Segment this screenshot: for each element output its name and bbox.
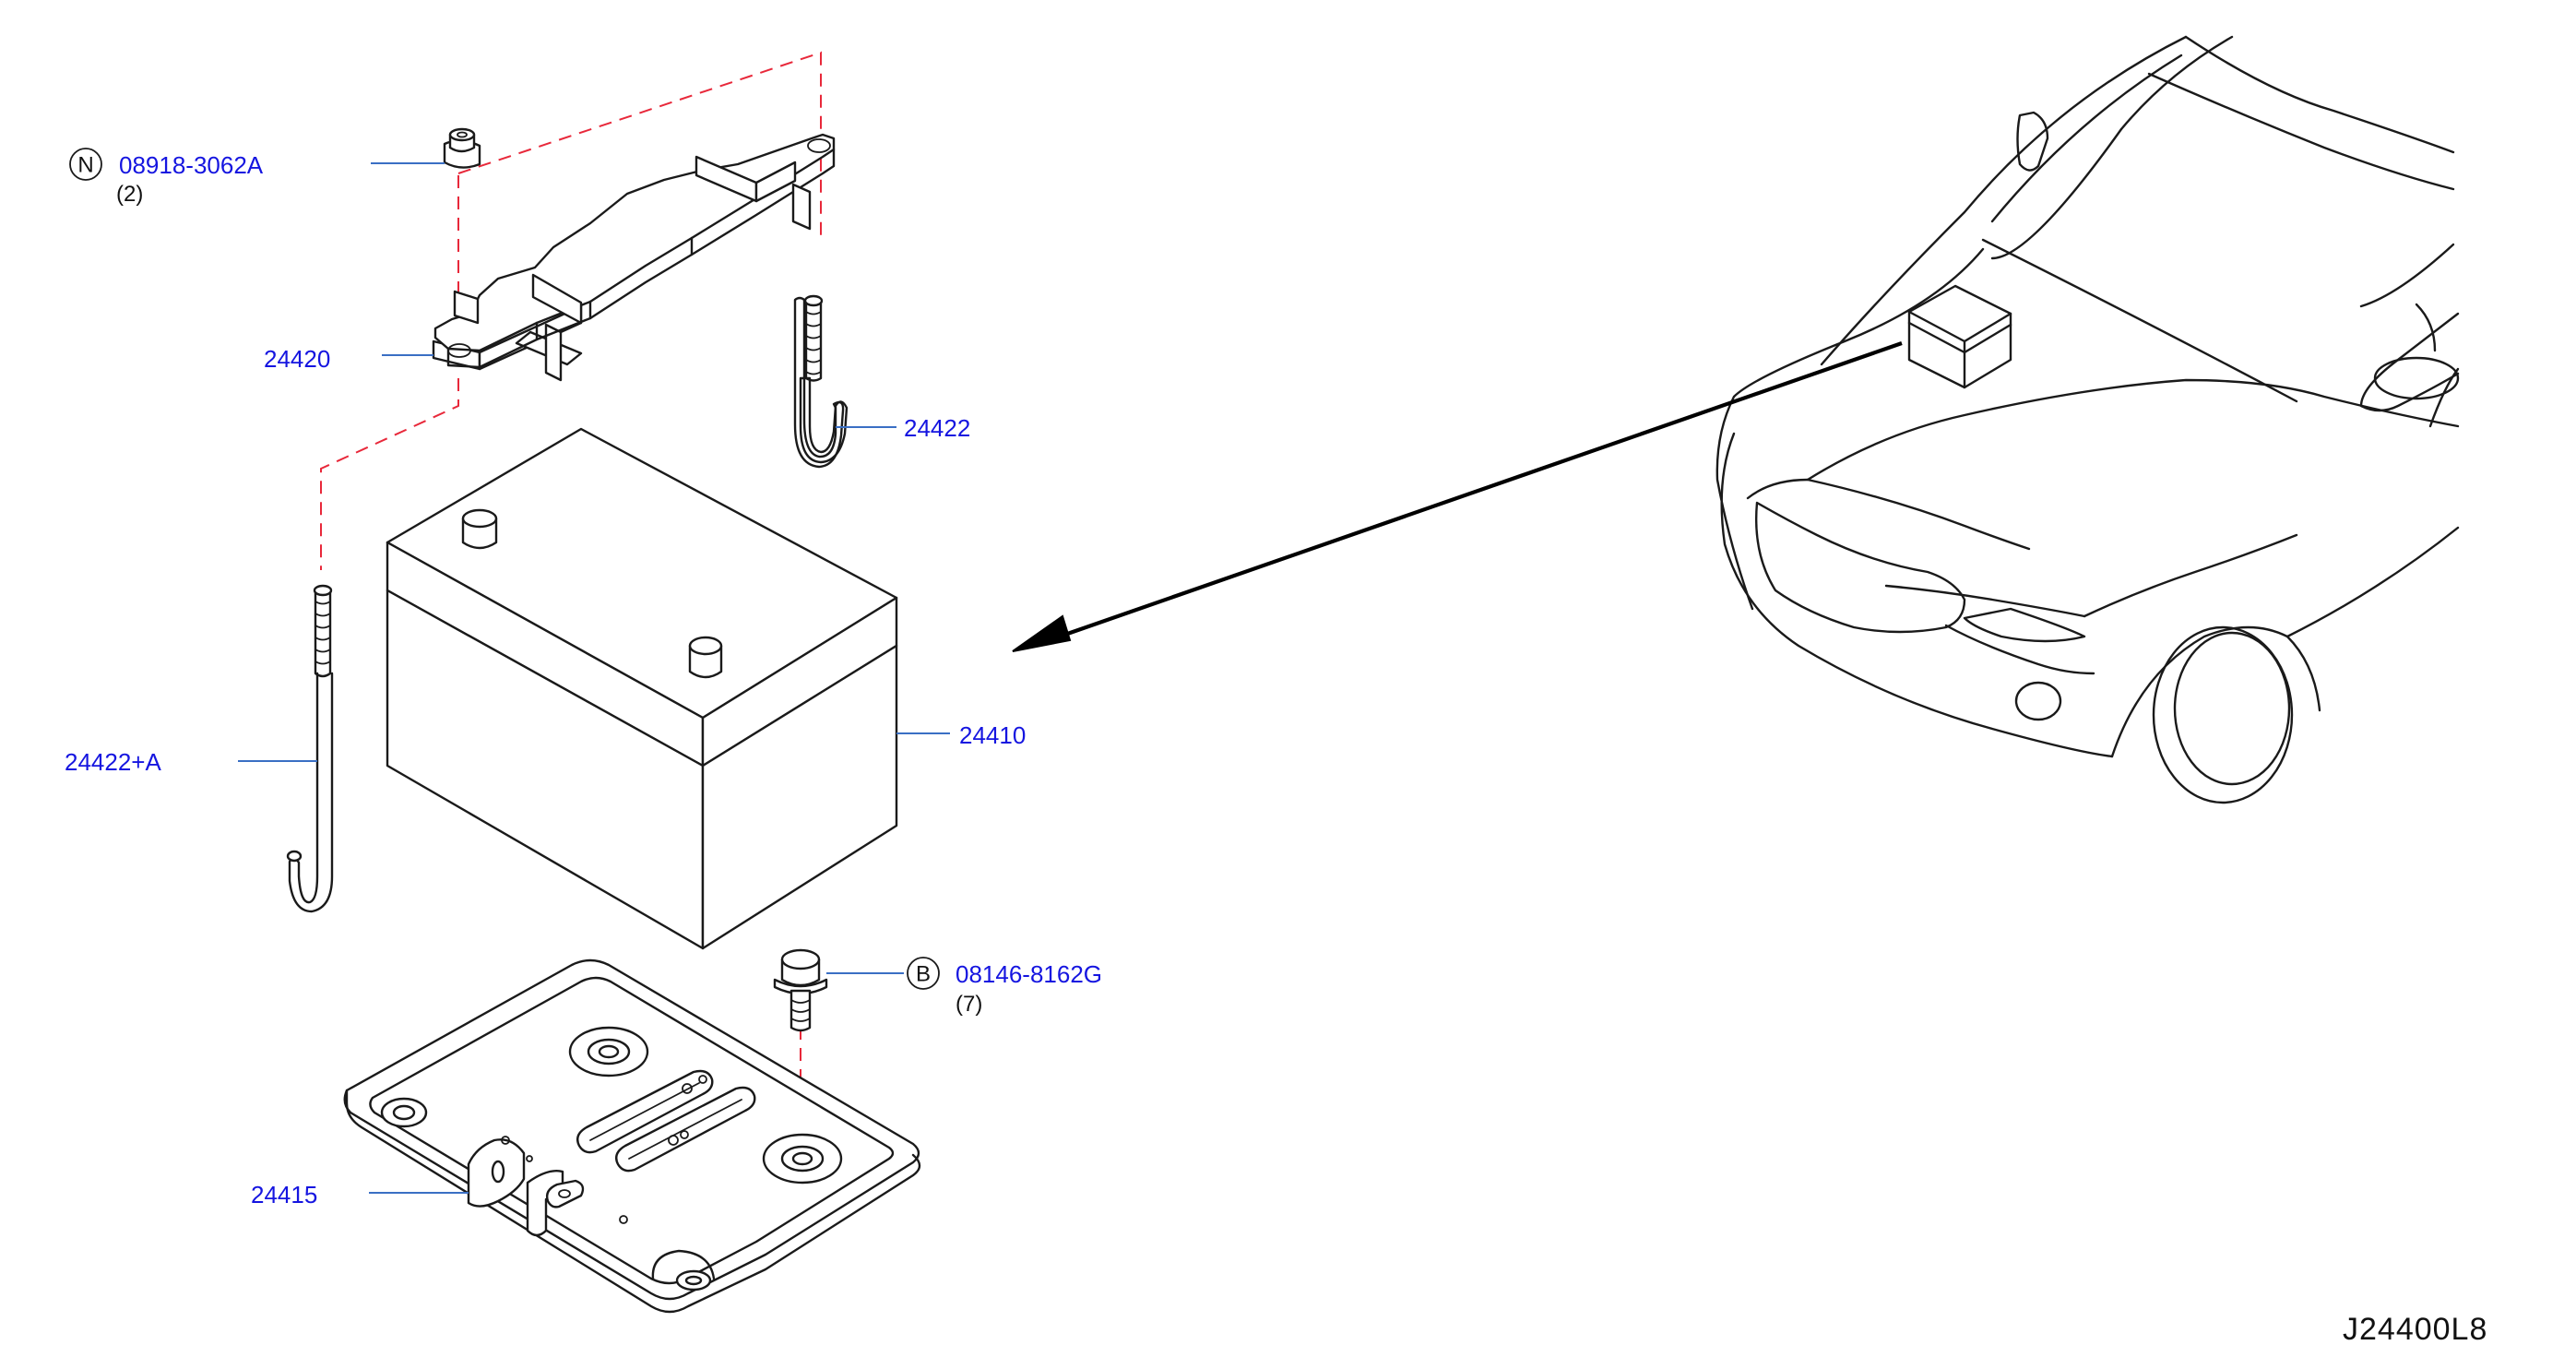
nut-part-number[interactable]: 08918-3062A <box>119 151 264 179</box>
diagram-id: J24400L8 <box>2343 1312 2487 1347</box>
rod-a-part-number[interactable]: 24422+A <box>65 748 161 776</box>
rod-part-number[interactable]: 24422 <box>904 414 970 442</box>
symbol-b-icon <box>907 957 940 990</box>
tray-part-number[interactable]: 24415 <box>251 1181 317 1208</box>
nut-symbol: N <box>77 153 93 178</box>
vehicle-location-illustration <box>1715 35 2460 804</box>
frame-part-number[interactable]: 24420 <box>264 345 330 373</box>
rod-a-icon[interactable] <box>286 584 334 913</box>
bolt-icon[interactable] <box>773 948 828 1032</box>
bolt-quantity: (7) <box>956 992 982 1017</box>
callout-nut[interactable]: N 08918-3062A (2) <box>69 148 264 207</box>
nut-icon[interactable] <box>443 127 481 169</box>
battery-frame-icon[interactable] <box>432 133 836 382</box>
location-arrow <box>1012 341 1903 652</box>
bolt-part-number[interactable]: 08146-8162G <box>956 960 1102 988</box>
battery-part-number[interactable]: 24410 <box>959 721 1026 749</box>
symbol-n-icon <box>69 148 102 181</box>
rod-icon[interactable] <box>793 294 849 469</box>
callout-bolt[interactable]: B 08146-8162G (7) <box>907 957 1102 1017</box>
leader-lines <box>238 162 950 1194</box>
battery-icon[interactable] <box>386 427 898 950</box>
battery-tray-icon[interactable] <box>343 958 921 1314</box>
nut-quantity: (2) <box>116 182 143 207</box>
bolt-symbol: B <box>916 962 931 987</box>
